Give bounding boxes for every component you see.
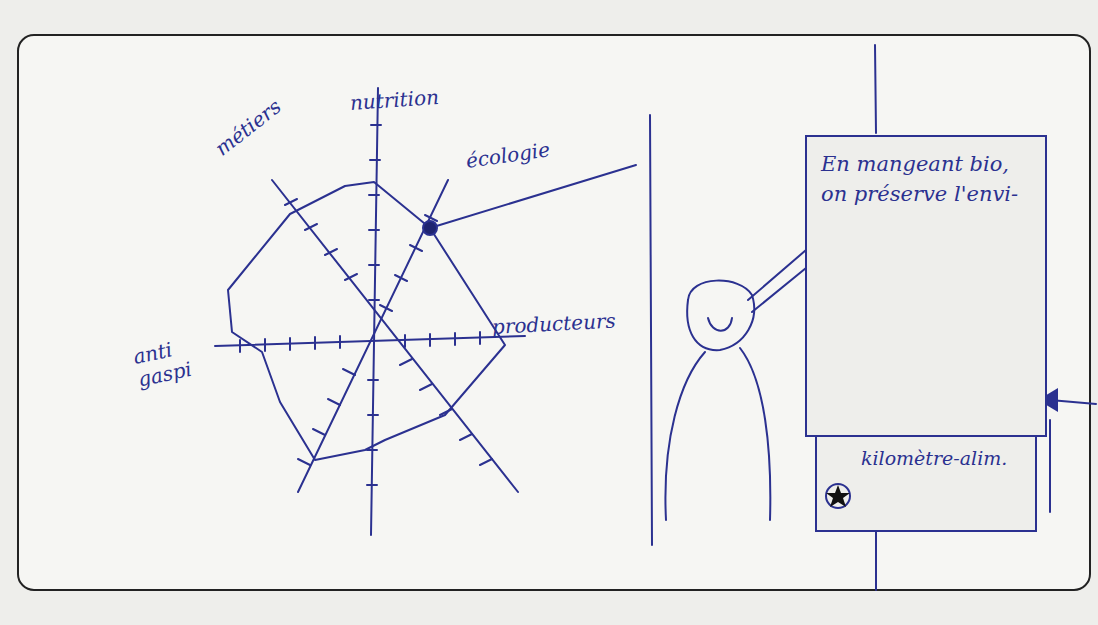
note-box: kilomètre-alim. xyxy=(815,437,1037,532)
star-icon xyxy=(823,481,853,511)
node-text: En mangeant bio, on préserve l'envi- xyxy=(821,149,1031,210)
speech-bubble: En mangeant bio, on préserve l'envi- xyxy=(805,135,1047,437)
node-text: kilomètre-alim. xyxy=(861,445,1025,473)
